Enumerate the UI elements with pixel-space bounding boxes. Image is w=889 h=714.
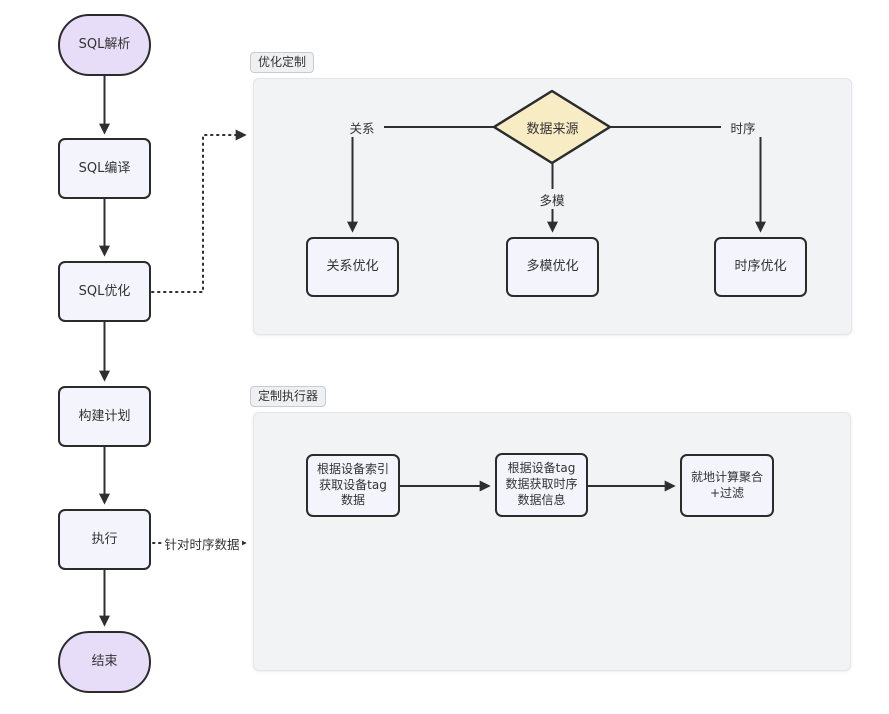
edge-optimize-to-subgraph-dotted: [151, 129, 247, 293]
node-timeseries-optimize: 时序优化: [714, 237, 807, 297]
edge-label-relational: 关系: [340, 117, 384, 137]
node-build-plan: 构建计划: [58, 386, 151, 447]
decision-data-source-label: 数据来源: [526, 121, 579, 137]
node-sql-parse: SQL解析: [58, 14, 151, 76]
edge-decision-to-timeseries: [610, 126, 766, 233]
edge-label-multimodal: 多模: [530, 189, 574, 209]
node-execute: 执行: [58, 509, 151, 570]
node-sql-optimize: SQL优化: [58, 261, 151, 322]
decision-diamond-shape: [492, 89, 612, 165]
node-end: 结束: [58, 631, 151, 693]
edge-decision-to-relational: [347, 126, 494, 233]
node-multimodal-optimize: 多模优化: [506, 237, 599, 297]
edge-label-timeseries: 时序: [721, 117, 765, 137]
node-executor-step-3: 就地计算聚合+过滤: [680, 454, 774, 517]
node-executor-step-2: 根据设备tag数据获取时序数据信息: [495, 453, 588, 517]
subgraph-executor-title: 定制执行器: [250, 386, 327, 407]
node-executor-step-1: 根据设备索引获取设备tag数据: [306, 454, 400, 517]
node-sql-compile: SQL编译: [58, 138, 151, 199]
node-relational-optimize: 关系优化: [306, 237, 399, 297]
edge-label-timeseries-data: 针对时序数据: [162, 533, 242, 553]
subgraph-optimize-title: 优化定制: [250, 52, 315, 73]
